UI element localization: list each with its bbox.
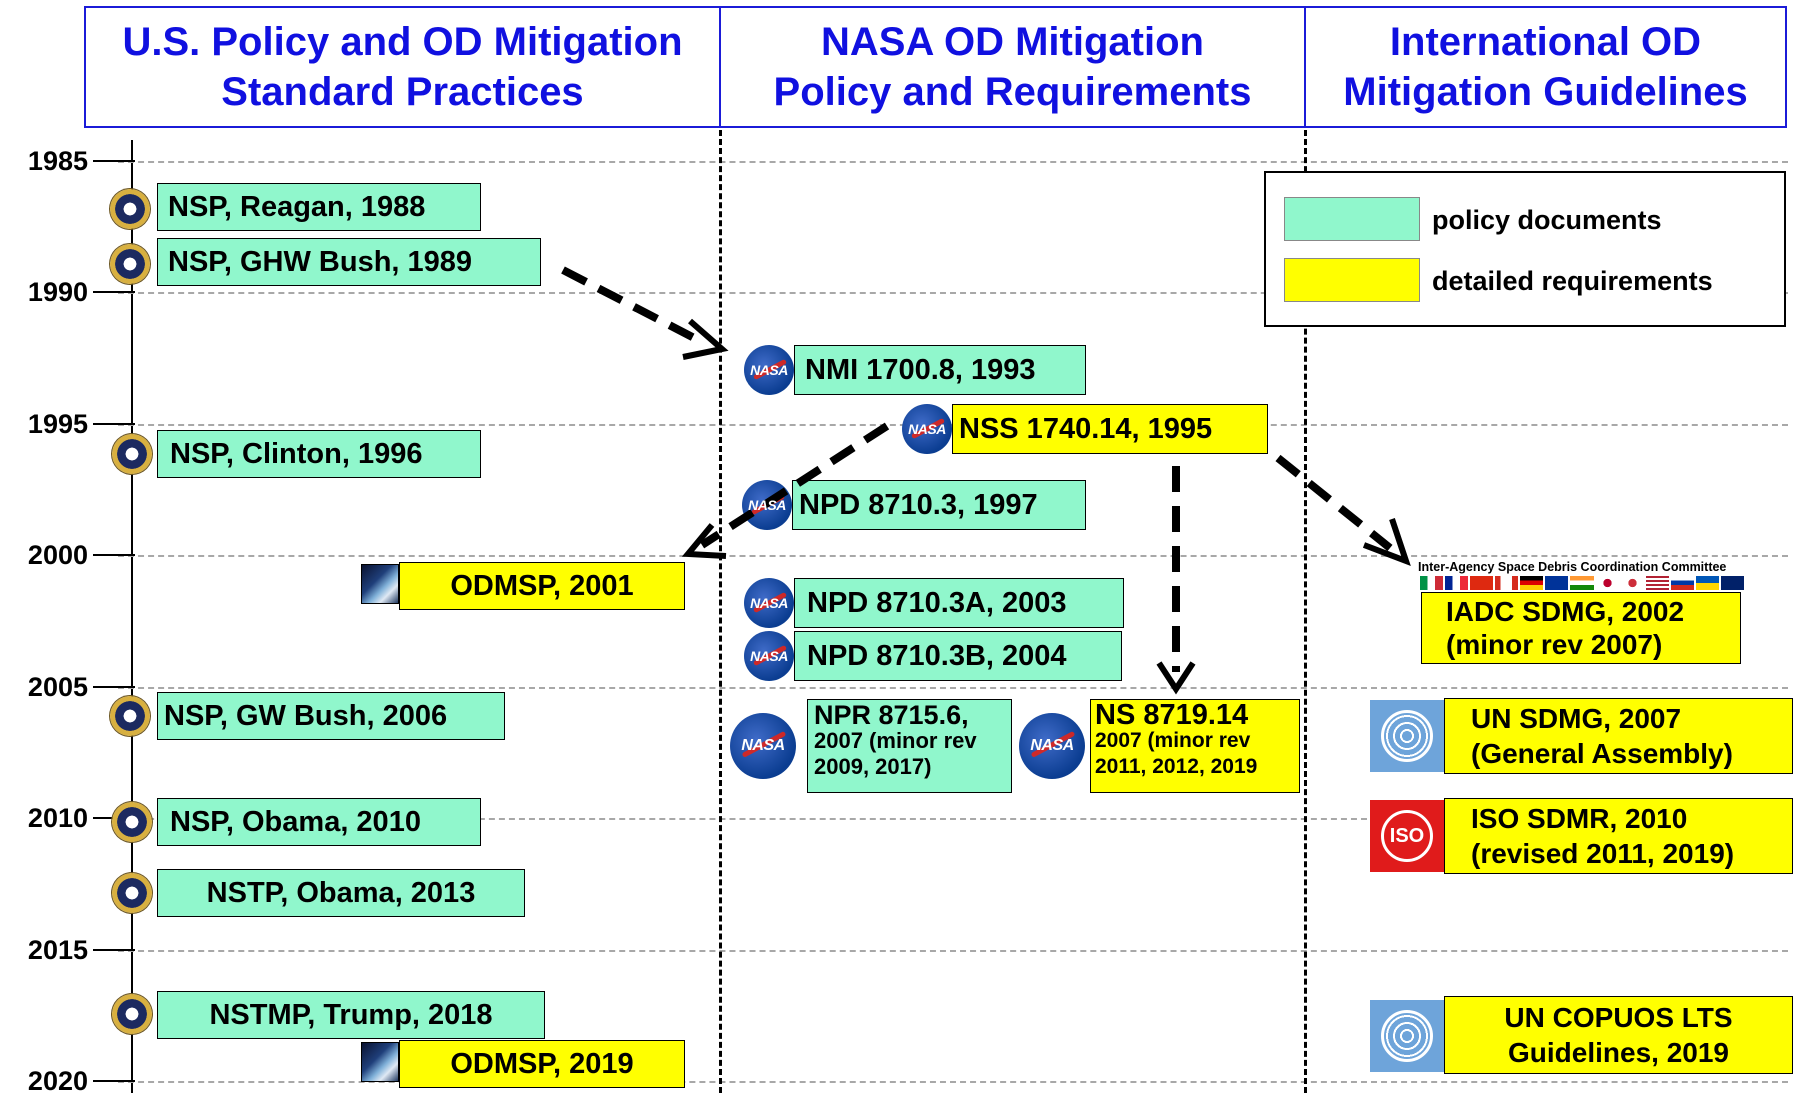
year-label-2015: 2015 bbox=[27, 935, 88, 965]
un-emblem-icon bbox=[1370, 1000, 1444, 1072]
presidential-seal-icon bbox=[112, 802, 152, 842]
nasa-meatball-icon: NASA bbox=[730, 713, 796, 779]
doc-nmi-1700-8-1993: NMI 1700.8, 1993 bbox=[794, 345, 1086, 395]
nasa-meatball-icon: NASA bbox=[744, 631, 794, 681]
nasa-meatball-icon: NASA bbox=[744, 578, 794, 628]
tick-2015 bbox=[93, 949, 135, 951]
doc-npd-8710-3a-2003: NPD 8710.3A, 2003 bbox=[794, 578, 1124, 628]
column-divider-left bbox=[719, 130, 722, 1093]
column-headers: U.S. Policy and OD Mitigation Standard P… bbox=[84, 6, 1787, 130]
year-label-1990: 1990 bbox=[27, 277, 88, 307]
presidential-seal-icon bbox=[110, 189, 150, 229]
earth-image-icon bbox=[361, 564, 399, 604]
tick-2020 bbox=[93, 1080, 135, 1082]
iadc-banner-title: Inter-Agency Space Debris Coordination C… bbox=[1418, 560, 1727, 574]
doc-npr-title: NPR 8715.6, bbox=[814, 700, 969, 730]
doc-iso-sdmr-2010: ISO SDMR, 2010 (revised 2011, 2019) bbox=[1444, 798, 1793, 874]
doc-ns-revisions: 2007 (minor rev 2011, 2012, 2019 bbox=[1095, 729, 1258, 778]
legend-label-requirements: detailed requirements bbox=[1432, 266, 1713, 296]
presidential-seal-icon bbox=[112, 873, 152, 913]
doc-npr-8715-6-2007: NPR 8715.6, 2007 (minor rev 2009, 2017) bbox=[807, 699, 1012, 793]
column-divider-right bbox=[1304, 130, 1307, 1093]
arrowhead-nmi bbox=[682, 318, 729, 360]
tick-1985 bbox=[93, 160, 135, 162]
arrow-nss-to-odmsp bbox=[699, 422, 890, 549]
header-international: International OD Mitigation Guidelines bbox=[1304, 6, 1787, 128]
presidential-seal-icon bbox=[112, 994, 152, 1034]
presidential-seal-icon bbox=[112, 434, 152, 474]
arrowhead-odmsp bbox=[681, 523, 727, 559]
legend-label-policy: policy documents bbox=[1432, 205, 1662, 235]
presidential-seal-icon bbox=[110, 696, 150, 736]
gridline-2020 bbox=[118, 1081, 1788, 1083]
iso-logo-icon: ISO bbox=[1370, 800, 1444, 872]
doc-npd-8710-3-1997: NPD 8710.3, 1997 bbox=[792, 480, 1086, 530]
year-label-1985: 1985 bbox=[27, 146, 88, 176]
timeline-axis bbox=[131, 140, 133, 1093]
doc-nsp-gw-bush-2006: NSP, GW Bush, 2006 bbox=[157, 692, 505, 740]
header-us-policy: U.S. Policy and OD Mitigation Standard P… bbox=[84, 6, 721, 128]
year-label-2010: 2010 bbox=[27, 803, 88, 833]
arrowhead-iadc bbox=[1362, 518, 1411, 567]
doc-nsp-reagan-1988: NSP, Reagan, 1988 bbox=[157, 183, 481, 231]
doc-un-sdmg-2007: UN SDMG, 2007 (General Assembly) bbox=[1444, 698, 1793, 774]
gridline-1990 bbox=[118, 292, 1788, 294]
un-emblem-icon bbox=[1370, 700, 1444, 772]
doc-nss-1740-14-1995: NSS 1740.14, 1995 bbox=[952, 404, 1268, 454]
gridline-2010 bbox=[118, 818, 1788, 820]
tick-1995 bbox=[93, 423, 135, 425]
nasa-meatball-icon: NASA bbox=[1019, 713, 1085, 779]
arrowhead-ns bbox=[1156, 661, 1196, 695]
arrow-ghw-bush-to-nmi bbox=[561, 266, 704, 346]
legend: policy documents detailed requirements bbox=[1264, 171, 1786, 327]
doc-ns-title: NS 8719.14 bbox=[1095, 699, 1249, 731]
tick-2005 bbox=[93, 686, 135, 688]
iadc-flags-icon bbox=[1420, 576, 1745, 590]
year-label-2005: 2005 bbox=[27, 672, 88, 702]
doc-nsp-clinton-1996: NSP, Clinton, 1996 bbox=[157, 430, 481, 478]
year-label-2000: 2000 bbox=[27, 540, 88, 570]
gridline-2000 bbox=[118, 555, 1788, 557]
legend-swatch-requirements bbox=[1284, 258, 1420, 302]
doc-nsp-ghw-bush-1989: NSP, GHW Bush, 1989 bbox=[157, 238, 541, 286]
legend-swatch-policy bbox=[1284, 197, 1420, 241]
presidential-seal-icon bbox=[110, 244, 150, 284]
doc-odmsp-2001: ODMSP, 2001 bbox=[399, 562, 685, 610]
gridline-1985 bbox=[118, 161, 1788, 163]
gridline-2015 bbox=[118, 950, 1788, 952]
doc-odmsp-2019: ODMSP, 2019 bbox=[399, 1040, 685, 1088]
doc-nstp-obama-2013: NSTP, Obama, 2013 bbox=[157, 869, 525, 917]
nasa-meatball-icon: NASA bbox=[744, 345, 794, 395]
doc-ns-8719-14-2007: NS 8719.14 2007 (minor rev 2011, 2012, 2… bbox=[1090, 699, 1300, 793]
doc-iadc-sdmg-2002: IADC SDMG, 2002 (minor rev 2007) bbox=[1421, 592, 1741, 664]
nasa-meatball-icon: NASA bbox=[902, 404, 952, 454]
doc-un-copuos-lts-2019: UN COPUOS LTS Guidelines, 2019 bbox=[1444, 996, 1793, 1074]
doc-npd-8710-3b-2004: NPD 8710.3B, 2004 bbox=[794, 631, 1122, 681]
tick-2000 bbox=[93, 554, 135, 556]
arrow-nss-to-iadc bbox=[1275, 454, 1393, 552]
tick-1990 bbox=[93, 291, 135, 293]
year-label-1995: 1995 bbox=[27, 409, 88, 439]
gridline-2005 bbox=[118, 687, 1788, 689]
doc-nsp-obama-2010: NSP, Obama, 2010 bbox=[157, 798, 481, 846]
year-label-2020: 2020 bbox=[27, 1066, 88, 1096]
doc-npr-revisions: 2007 (minor rev 2009, 2017) bbox=[814, 728, 977, 779]
earth-image-icon bbox=[361, 1042, 399, 1082]
doc-nstmp-trump-2018: NSTMP, Trump, 2018 bbox=[157, 991, 545, 1039]
